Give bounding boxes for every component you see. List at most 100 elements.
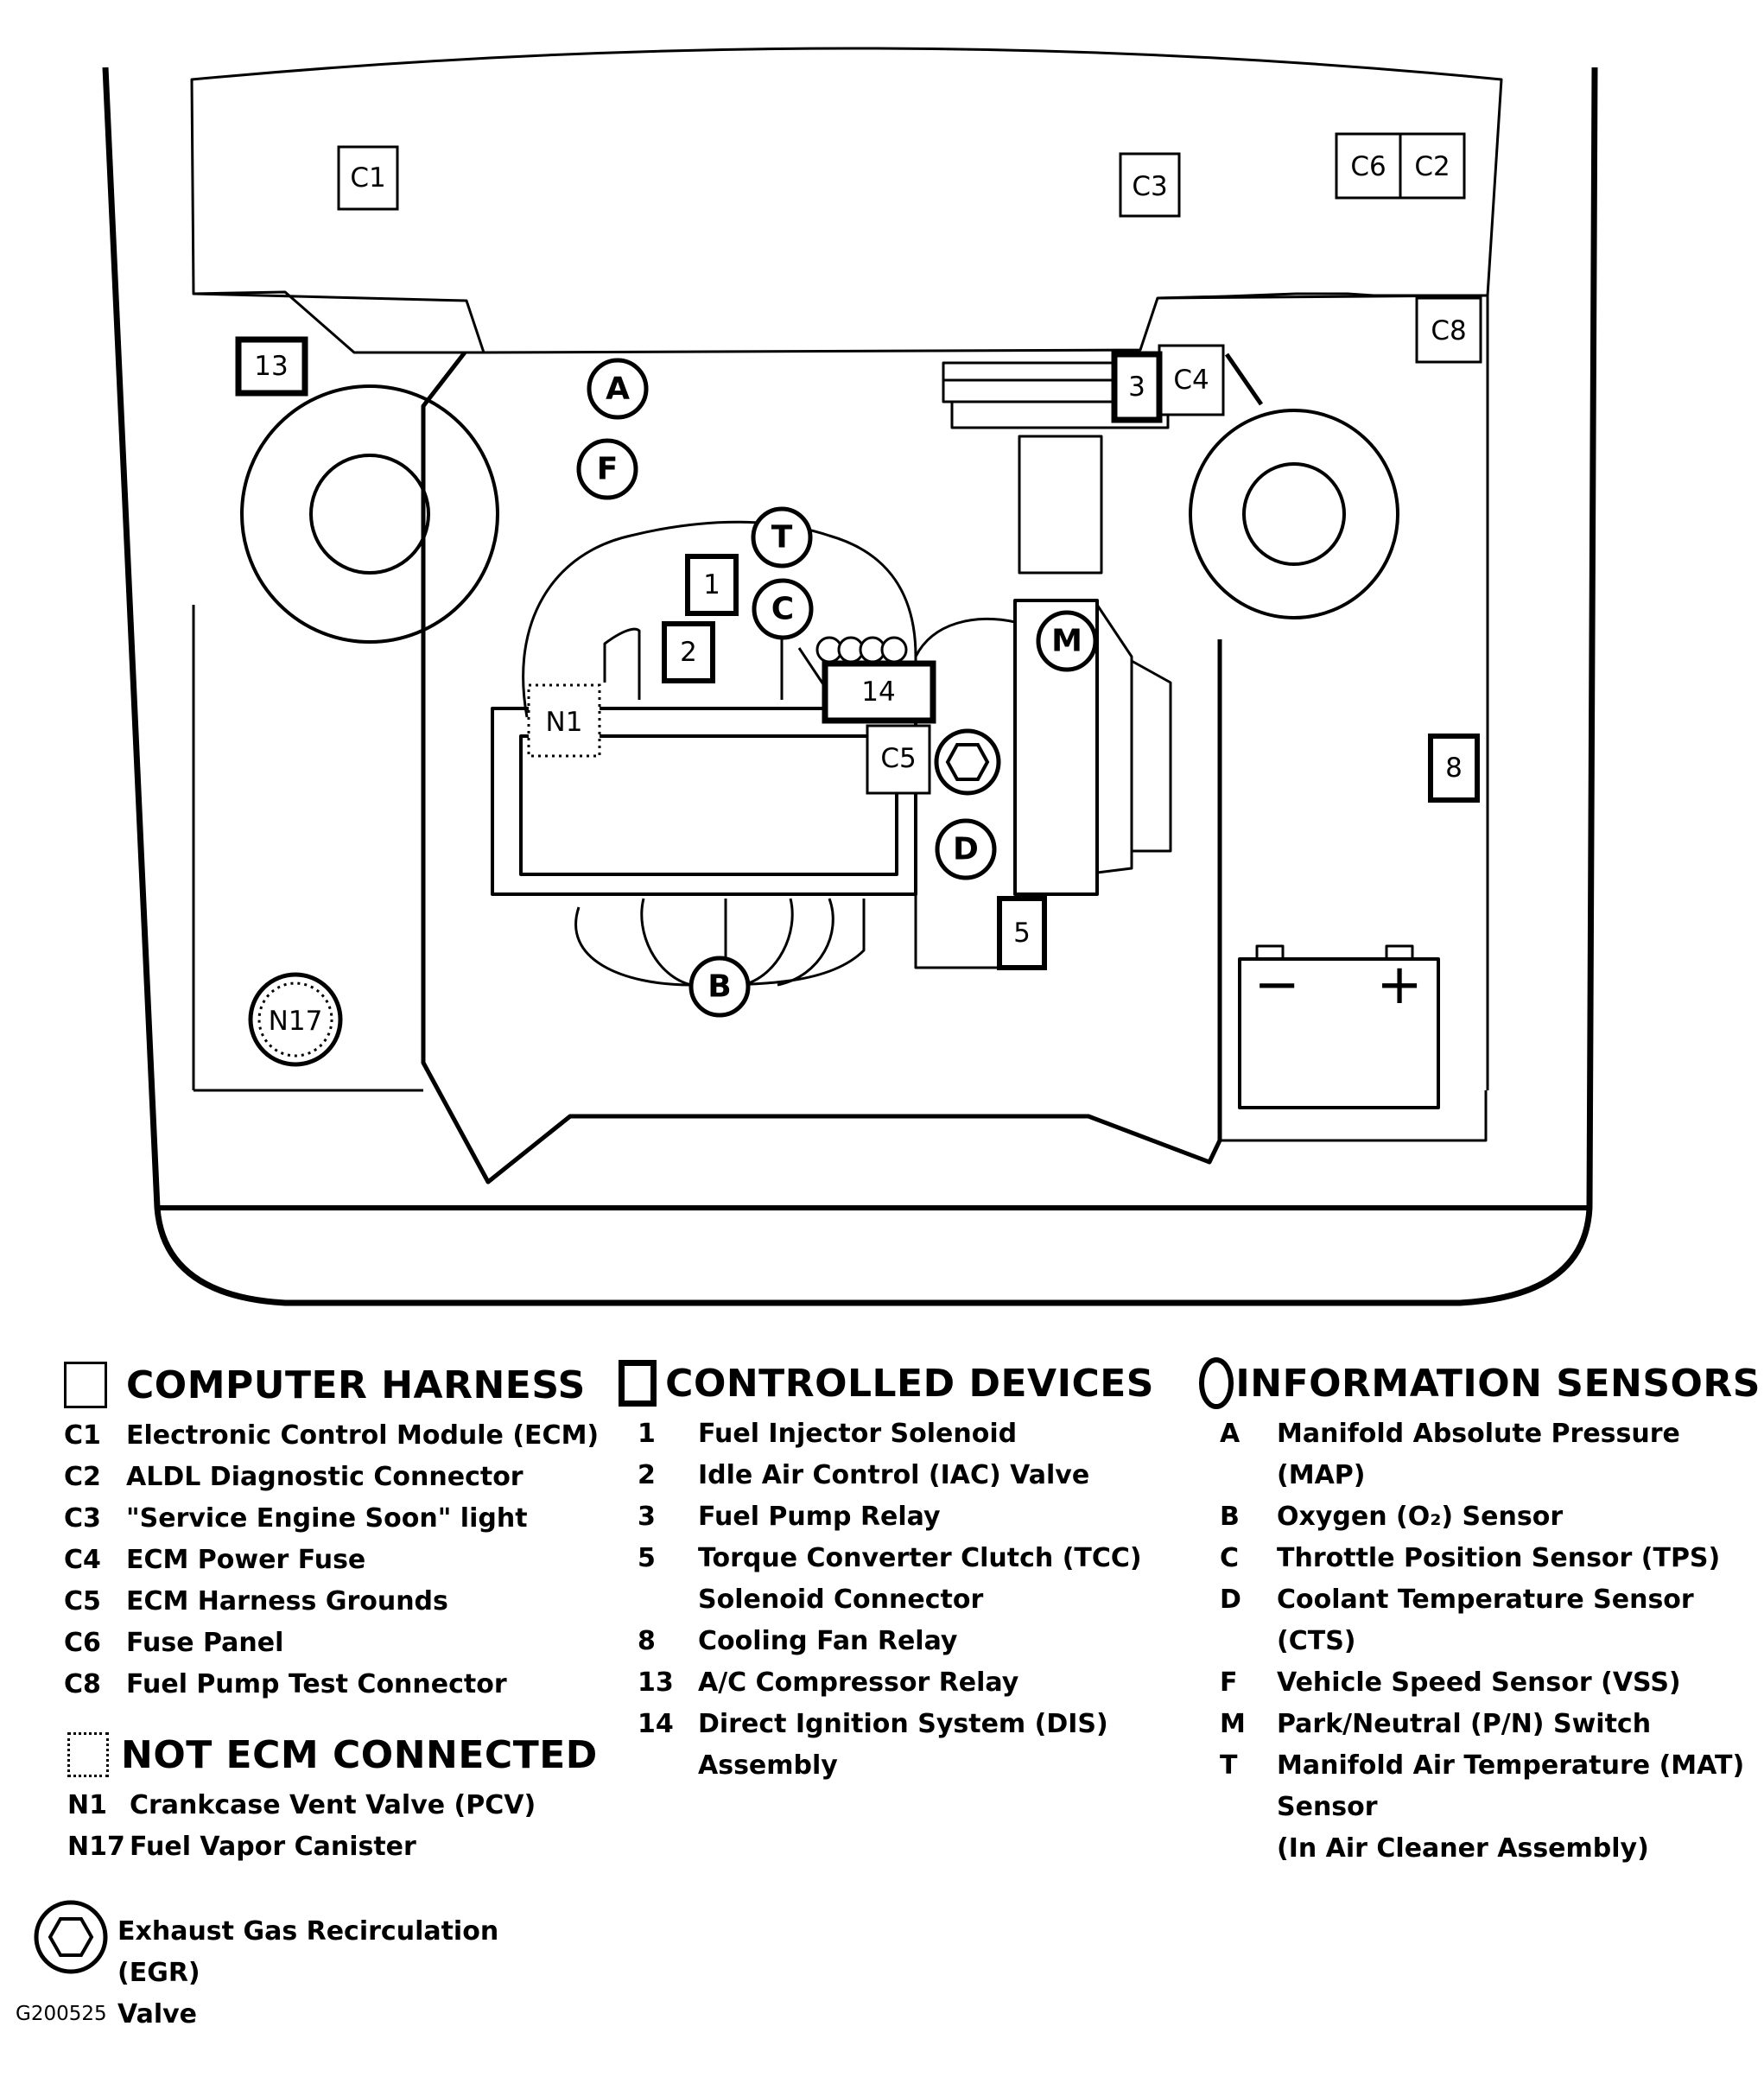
right-strut-tower <box>1189 409 1399 619</box>
legend-text: Fuel Injector Solenoid <box>698 1419 1018 1449</box>
marker-device-13: 13 <box>235 336 308 397</box>
marker-device-8: 8 <box>1428 734 1480 803</box>
marker-device-1: 1 <box>685 554 739 616</box>
marker-sensor-D: D <box>935 818 997 880</box>
legend-code: T <box>1220 1750 1238 1781</box>
legend-code: B <box>1220 1502 1240 1532</box>
svg-text:C5: C5 <box>880 743 916 774</box>
battery-negative-sign: − <box>1253 953 1300 1017</box>
svg-text:C2: C2 <box>1414 151 1450 182</box>
legend-code: N1 <box>67 1790 107 1820</box>
legend-text: "Service Engine Soon" light <box>126 1503 528 1534</box>
legend-code: 5 <box>638 1543 656 1573</box>
vehicle-outline <box>102 67 1598 1306</box>
svg-text:C3: C3 <box>1132 171 1167 202</box>
legend-code: D <box>1220 1585 1241 1615</box>
svg-text:13: 13 <box>254 351 288 382</box>
marker-device-14: 14 <box>822 660 936 724</box>
marker-device-5: 5 <box>997 896 1047 970</box>
thin-square-icon <box>64 1362 107 1408</box>
svg-text:N1: N1 <box>546 707 583 738</box>
thick-square-icon <box>619 1360 657 1407</box>
svg-text:D: D <box>953 832 979 867</box>
legend-title: COMPUTER HARNESS <box>126 1362 586 1407</box>
marker-C2: C2 <box>1399 132 1466 200</box>
legend-text: Manifold Air Temperature (MAT) Sensor (I… <box>1277 1750 1745 1864</box>
svg-text:1: 1 <box>703 569 720 600</box>
marker-sensor-A: A <box>587 358 649 420</box>
marker-device-3: 3 <box>1111 351 1163 423</box>
marker-sensor-T: T <box>751 506 813 568</box>
marker-sensor-M: M <box>1036 610 1098 672</box>
svg-text:M: M <box>1051 624 1082 659</box>
svg-text:B: B <box>708 969 731 1005</box>
legend-code: N17 <box>67 1832 125 1862</box>
svg-text:3: 3 <box>1128 372 1145 403</box>
marker-N1: N1 <box>527 683 601 758</box>
marker-N17: N17 <box>248 972 343 1067</box>
legend-text: ALDL Diagnostic Connector <box>126 1462 523 1492</box>
svg-text:5: 5 <box>1013 918 1031 949</box>
legend-text: Fuel Pump Relay <box>698 1502 941 1532</box>
marker-sensor-F: F <box>576 438 638 500</box>
legend-text: Manifold Absolute Pressure (MAP) <box>1277 1419 1680 1490</box>
marker-C3: C3 <box>1119 152 1181 218</box>
figure-id: G200525 <box>16 2003 107 2025</box>
legend-egr: Exhaust Gas Recirculation (EGR) Valve <box>31 1897 584 2036</box>
legend-title: NOT ECM CONNECTED <box>121 1732 598 1777</box>
circle-icon <box>1199 1357 1234 1409</box>
legend-code: 14 <box>638 1709 674 1739</box>
marker-C4: C4 <box>1158 344 1225 416</box>
svg-text:T: T <box>771 520 793 556</box>
marker-C1: C1 <box>337 145 399 211</box>
legend-controlled-devices: CONTROLLED DEVICES 1 Fuel Injector Soleno… <box>619 1353 1154 1787</box>
legend-text: Fuel Vapor Canister <box>130 1832 416 1862</box>
marker-C8: C8 <box>1415 296 1482 364</box>
legend-code: C8 <box>64 1669 101 1699</box>
transaxle <box>1013 599 1099 896</box>
svg-text:C8: C8 <box>1431 315 1466 346</box>
marker-sensor-C: C <box>752 578 814 640</box>
legend-text: Vehicle Speed Sensor (VSS) <box>1277 1667 1681 1698</box>
legend-text: Electronic Control Module (ECM) <box>126 1420 600 1451</box>
egr-valve-icon <box>34 1900 108 1974</box>
battery <box>1238 957 1440 1109</box>
legend-text: A/C Compressor Relay <box>698 1667 1019 1698</box>
legend-text: Cooling Fan Relay <box>698 1626 958 1656</box>
legend-code: 1 <box>638 1419 656 1449</box>
legend-title: CONTROLLED DEVICES <box>665 1361 1154 1406</box>
svg-text:C1: C1 <box>350 162 385 194</box>
legend-code: 2 <box>638 1460 656 1490</box>
legend-code: C5 <box>64 1586 101 1617</box>
legend-code: C <box>1220 1543 1240 1573</box>
legend-text: ECM Power Fuse <box>126 1545 366 1575</box>
legend-text: Fuel Pump Test Connector <box>126 1669 507 1699</box>
legend-text: Throttle Position Sensor (TPS) <box>1277 1543 1721 1573</box>
legend-code: C4 <box>64 1545 101 1575</box>
svg-text:N17: N17 <box>269 1006 323 1037</box>
legend-text: Idle Air Control (IAC) Valve <box>698 1460 1090 1490</box>
marker-sensor-B: B <box>688 956 751 1018</box>
legend-code: 13 <box>638 1667 674 1698</box>
engine-compartment-diagram: C1 C3 C6 C2 C8 C4 C5 13 <box>102 47 1598 1306</box>
legend-code: C3 <box>64 1503 101 1534</box>
legend-text: Fuse Panel <box>126 1628 284 1658</box>
svg-text:14: 14 <box>861 676 895 708</box>
legend-text: Oxygen (O₂) Sensor <box>1277 1502 1564 1532</box>
left-strut-tower <box>240 384 499 644</box>
legend-text: Direct Ignition System (DIS) Assembly <box>698 1709 1108 1781</box>
svg-text:2: 2 <box>680 637 697 668</box>
legend-code: M <box>1220 1709 1246 1739</box>
battery-positive-sign: + <box>1376 953 1423 1017</box>
marker-C6: C6 <box>1335 132 1402 200</box>
legend-text: Park/Neutral (P/N) Switch <box>1277 1709 1652 1739</box>
legend-code: C2 <box>64 1462 101 1492</box>
legend-text: ECM Harness Grounds <box>126 1586 448 1617</box>
svg-text:A: A <box>606 372 630 407</box>
legend-text: Crankcase Vent Valve (PCV) <box>130 1790 536 1820</box>
marker-C5: C5 <box>866 724 931 795</box>
svg-text:C: C <box>771 592 794 627</box>
svg-text:C4: C4 <box>1173 365 1209 396</box>
legend-text: Coolant Temperature Sensor (CTS) <box>1277 1585 1694 1656</box>
